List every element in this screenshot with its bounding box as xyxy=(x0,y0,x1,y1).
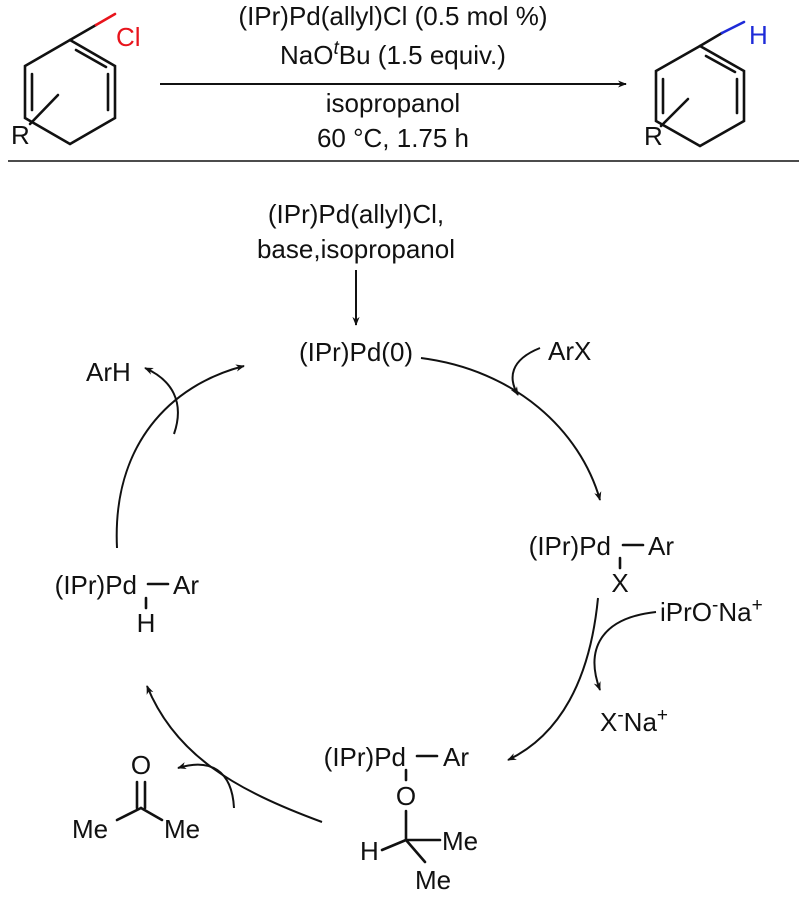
reactant-chlorobenzene: Cl R xyxy=(11,12,141,150)
arx-entry-arrow xyxy=(510,347,541,396)
c-me2-bond xyxy=(404,838,427,864)
alkoxide-label: iPrO-Na+ xyxy=(660,595,763,627)
reactant-benzene-ring xyxy=(23,38,117,146)
ligand-exchange-arrow xyxy=(507,597,599,761)
product-r-bond xyxy=(659,97,690,128)
r-substituent-bond xyxy=(28,93,60,126)
hydride-h-label: H xyxy=(137,608,156,638)
alkoxy-ar-label: Ar xyxy=(443,742,469,772)
palladium-hydride-complex: (IPr)Pd Ar H xyxy=(55,570,200,638)
alkoxy-me1-label: Me xyxy=(442,826,478,856)
hydrogen-label: H xyxy=(749,20,768,50)
precatalyst: (IPr)Pd(allyl)Cl, base,isopropanol xyxy=(257,199,455,326)
acetone-me2-label: Me xyxy=(164,814,200,844)
c-h-alkoxy-bond xyxy=(380,838,408,852)
reductive-elimination-arrow xyxy=(115,364,245,549)
c-cl-bond xyxy=(68,23,98,42)
hydride-ar-label: Ar xyxy=(173,570,199,600)
arh-exit-arrow xyxy=(144,367,179,435)
base-label: NaOtBu (1.5 equiv.) xyxy=(280,38,506,70)
chlorine-label: Cl xyxy=(116,22,141,52)
c-h-bond-blue xyxy=(720,20,746,35)
reactant-r-label: R xyxy=(11,120,30,150)
beta-hydride-elimination-arrow xyxy=(146,685,323,823)
solvent-label: isopropanol xyxy=(326,88,460,118)
acetone-exit-arrow xyxy=(177,762,235,809)
alkoxide-side-arrow xyxy=(593,611,657,691)
precatalyst-line1: (IPr)Pd(allyl)Cl, xyxy=(268,199,444,229)
acetone-me2-bond xyxy=(139,806,164,822)
arh-label: ArH xyxy=(86,357,131,387)
ox-add-pd-label: (IPr)Pd xyxy=(529,531,611,561)
ox-add-ar-label: Ar xyxy=(648,531,674,561)
product-benzene: H R xyxy=(644,20,768,151)
acetone-me1-bond xyxy=(115,806,143,822)
pd0-label: (IPr)Pd(0) xyxy=(299,337,413,367)
arx-label: ArX xyxy=(548,336,591,366)
precatalyst-line2: base,isopropanol xyxy=(257,234,455,264)
ox-add-x-label: X xyxy=(611,568,628,598)
alkoxy-me2-label: Me xyxy=(415,865,451,895)
c-h-bond xyxy=(698,31,724,48)
catalyst-label: (IPr)Pd(allyl)Cl (0.5 mol %) xyxy=(238,1,547,31)
c-cl-bond-red xyxy=(94,12,117,27)
alkoxy-o-label: O xyxy=(396,781,416,811)
temp-time-label: 60 °C, 1.75 h xyxy=(317,123,469,153)
reaction-conditions: (IPr)Pd(allyl)Cl (0.5 mol %) NaOtBu (1.5… xyxy=(160,1,627,153)
acetone-o-label: O xyxy=(131,750,151,780)
salt-label: X-Na+ xyxy=(600,705,668,737)
alkoxy-pd-label: (IPr)Pd xyxy=(324,742,406,772)
oxidative-addition-complex: (IPr)Pd Ar X xyxy=(529,531,675,598)
acetone: O Me Me xyxy=(72,750,200,844)
hydride-pd-label: (IPr)Pd xyxy=(55,570,137,600)
alkoxy-h-label: H xyxy=(360,836,379,866)
oxidative-addition-arrow xyxy=(420,357,602,501)
product-r-label: R xyxy=(644,121,663,151)
acetone-me1-label: Me xyxy=(72,814,108,844)
product-benzene-ring xyxy=(654,44,746,148)
palladium-alkoxide-complex: (IPr)Pd Ar O H Me Me xyxy=(324,742,478,895)
